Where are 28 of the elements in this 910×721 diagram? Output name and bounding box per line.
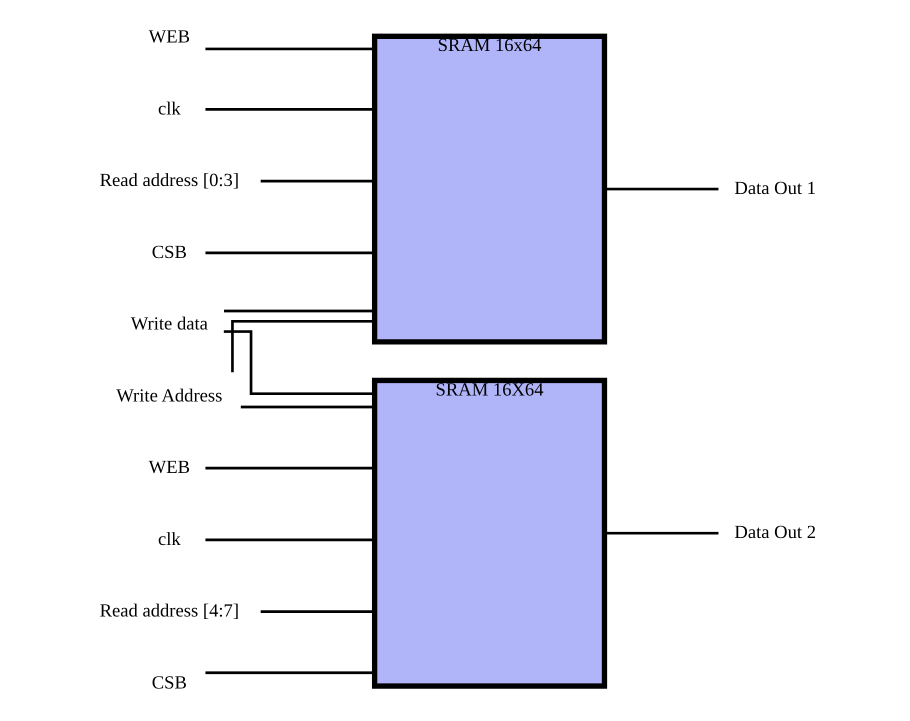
connector — [224, 330, 374, 396]
connector — [604, 188, 718, 190]
node-text: Read address [4:7] — [100, 600, 240, 622]
connector — [260, 180, 374, 182]
connector — [205, 48, 374, 50]
node-text: Data Out 2 — [734, 522, 816, 544]
connector — [224, 310, 374, 312]
node-text: Write data — [130, 314, 208, 335]
node-text: Data Out 1 — [734, 178, 816, 200]
connector — [205, 466, 374, 470]
node-text: Write Address — [116, 385, 222, 406]
node-text: CSB — [152, 242, 187, 263]
connector — [240, 406, 374, 408]
node-text: WEB — [148, 457, 190, 478]
node-box: SRAM 16x64 — [372, 34, 608, 345]
node-box: SRAM 16X64 — [372, 378, 608, 689]
node-text: Read address [0:3] — [100, 170, 240, 192]
node-text: clk — [158, 98, 181, 120]
connector — [260, 610, 374, 613]
node-text: clk — [158, 528, 181, 550]
connector — [205, 671, 374, 674]
connector — [205, 252, 374, 254]
connector — [604, 532, 718, 535]
connector — [231, 320, 375, 372]
node-text: CSB — [152, 672, 187, 694]
node-text: WEB — [148, 26, 190, 48]
connector — [205, 538, 374, 542]
connector — [205, 108, 374, 111]
